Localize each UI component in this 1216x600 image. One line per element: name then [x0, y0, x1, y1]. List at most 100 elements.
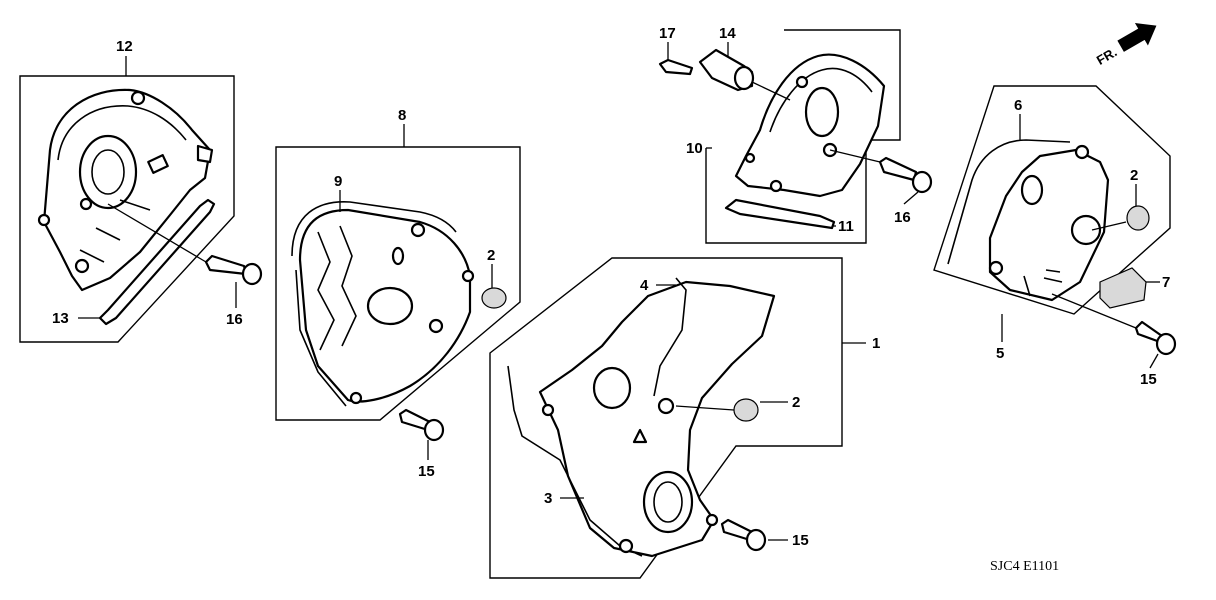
- group-5-outline: [933, 85, 1171, 315]
- crankshaft-seal-inner: [653, 481, 683, 523]
- front-arrow-icon: [1117, 22, 1157, 52]
- callout-15-upper: 15: [418, 463, 435, 480]
- callout-13: 13: [52, 310, 69, 327]
- guide-plate-11: [724, 198, 836, 230]
- callout-7: 7: [1162, 274, 1170, 291]
- group-8-upper-cover: [275, 146, 521, 421]
- group-5-right-cover: [933, 85, 1171, 315]
- leader-16-left-shaft: [107, 203, 207, 263]
- upper-cover-ribs: [317, 225, 357, 351]
- upper-cover-mount-hole: [410, 222, 426, 238]
- callout-3: 3: [544, 490, 552, 507]
- lower-cover-mount-hole: [657, 397, 675, 415]
- back-cover-mount-hole: [79, 197, 93, 211]
- callout-6: 6: [1014, 97, 1022, 114]
- bolt-15-lower: [720, 518, 767, 552]
- upper-cover-slot: [391, 246, 405, 266]
- group-10-rear-cover: [658, 29, 901, 244]
- bolt-15-upper: [398, 408, 445, 442]
- leader-15-right: [1149, 353, 1159, 369]
- bolt-head: [745, 528, 767, 552]
- back-cover-ribs: [79, 199, 151, 263]
- back-cover-flange: [57, 105, 187, 161]
- back-cover-tab: [147, 154, 169, 174]
- bolt-16-right: [878, 156, 933, 194]
- lower-cover-cam-window: [592, 366, 632, 410]
- grommet-2-lower: [733, 398, 759, 422]
- callout-2-right: 2: [1130, 167, 1138, 184]
- callout-4: 4: [640, 277, 649, 294]
- callout-labels: 12 13 16 8 9 2 15 17 14 10 11 16 4 1 2 3…: [52, 25, 1170, 549]
- group-12-back-cover: [19, 75, 235, 343]
- bolt-17: [658, 58, 694, 76]
- bolt-icon: [204, 254, 248, 276]
- bolt-head: [423, 418, 445, 442]
- bolt-head: [241, 262, 263, 286]
- callout-15-lower: 15: [792, 532, 809, 549]
- rear-cover-mount-hole: [744, 152, 756, 164]
- leader-16-right: [903, 191, 919, 205]
- lower-cover-gasket-4: [653, 277, 687, 397]
- leader-14-shaft: [751, 81, 791, 101]
- group-1-lower-cover: [489, 257, 843, 579]
- right-cover-body: [988, 148, 1110, 302]
- label-plate-7: [1099, 267, 1147, 309]
- grommet-icon: [733, 398, 759, 422]
- grommet-icon: [481, 287, 507, 309]
- bolt-icon: [878, 156, 918, 182]
- callout-15-right: 15: [1140, 371, 1157, 388]
- back-cover-boss-inner: [91, 149, 125, 195]
- back-cover-mount-hole: [74, 258, 90, 274]
- callout-8: 8: [398, 107, 406, 124]
- upper-cover-gasket-9: [291, 201, 457, 257]
- group-8-outline: [275, 146, 521, 421]
- callout-12: 12: [116, 38, 133, 55]
- callout-16-left: 16: [226, 311, 243, 328]
- right-cover-boss: [1020, 174, 1044, 206]
- front-direction-label: FR.: [1094, 44, 1120, 67]
- bolt-head: [1155, 332, 1177, 356]
- right-cover-hub: [1070, 214, 1102, 246]
- upper-cover-mount-hole: [349, 391, 363, 405]
- right-cover-mount-hole: [988, 260, 1004, 276]
- leader-2-lower-shaft: [675, 405, 735, 411]
- rear-cover-hub: [804, 86, 840, 138]
- callout-14: 14: [719, 25, 736, 42]
- callout-9: 9: [334, 173, 342, 190]
- upper-cover-gasket-9: [295, 269, 347, 407]
- dipstick-tube-13: [98, 198, 216, 326]
- lower-cover-mount-hole: [618, 538, 634, 554]
- front-direction-indicator: FR.: [1094, 22, 1157, 68]
- callout-2-lower: 2: [792, 394, 800, 411]
- lower-cover-mount-hole: [705, 513, 719, 527]
- warning-triangle-icon: [632, 428, 648, 444]
- back-cover-tab: [196, 144, 214, 164]
- back-cover-mount-hole: [130, 90, 146, 106]
- bolt-15-right: [1134, 320, 1177, 356]
- upper-cover-hub: [366, 286, 414, 326]
- callout-2-left: 2: [487, 247, 495, 264]
- upper-cover-mount-hole: [428, 318, 444, 334]
- upper-cover-mount-hole: [461, 269, 475, 283]
- leader-2-right-shaft: [1091, 221, 1127, 231]
- back-cover-mount-hole: [37, 213, 51, 227]
- right-cover-mount-hole: [1074, 144, 1090, 160]
- grommet-icon: [1126, 205, 1150, 231]
- callout-17: 17: [659, 25, 676, 42]
- grommet-2-left: [481, 287, 507, 309]
- callout-11: 11: [838, 218, 854, 235]
- rear-cover-mount-hole: [795, 75, 809, 89]
- rear-cover-flange: [769, 67, 873, 133]
- leader-16-right-shaft: [829, 149, 881, 163]
- callout-1: 1: [872, 335, 880, 352]
- group-1-outline: [489, 257, 843, 579]
- callout-5: 5: [996, 345, 1004, 362]
- crankshaft-seal: [642, 470, 694, 534]
- callout-10: 10: [686, 140, 703, 157]
- group-12-outline: [19, 75, 235, 343]
- right-cover-ribs: [1023, 269, 1063, 297]
- sensor-14-head: [733, 65, 755, 91]
- grommet-2-right: [1126, 205, 1150, 231]
- rear-cover-mount-hole: [769, 179, 783, 193]
